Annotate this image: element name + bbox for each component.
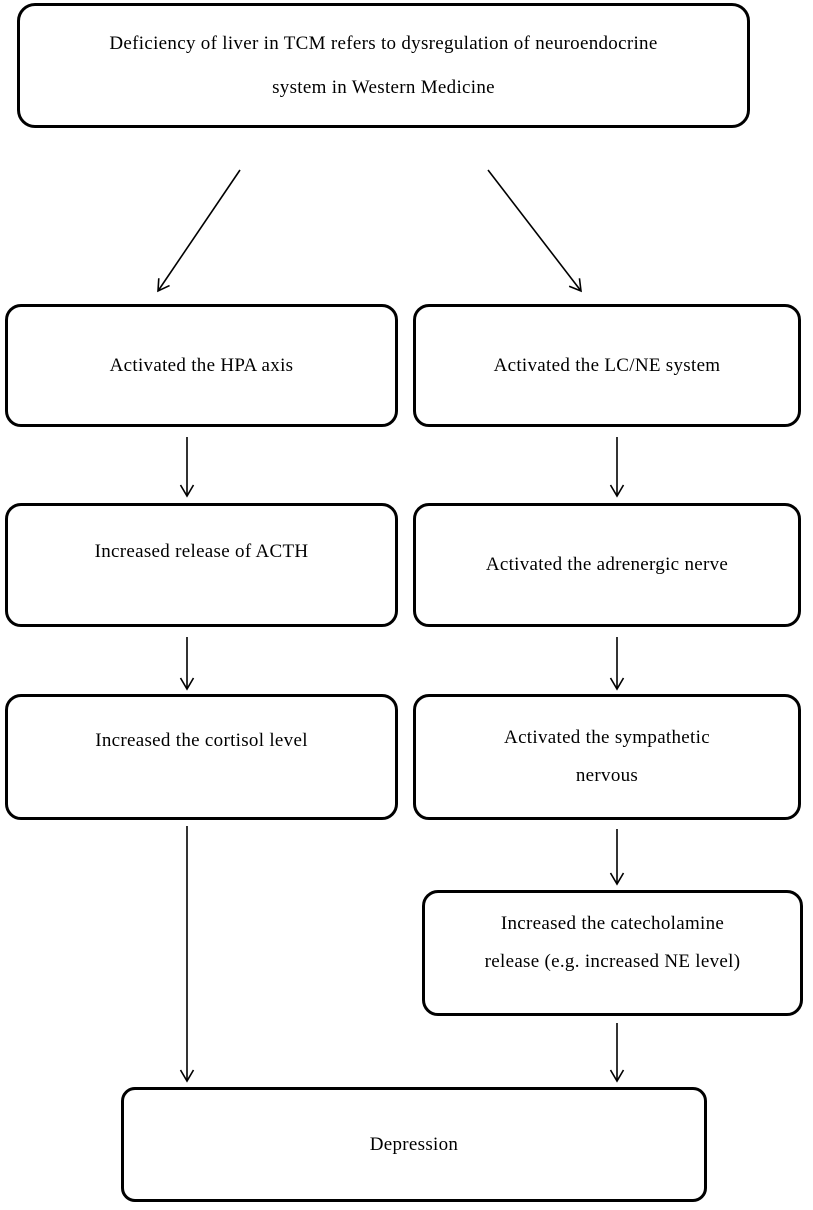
node-cortisol-level-label: Increased the cortisol level <box>95 730 308 751</box>
node-acth-release-label: Increased release of ACTH <box>94 541 309 562</box>
node-adrenergic-nerve-label: Activated the adrenergic nerve <box>485 554 729 575</box>
node-adrenergic-nerve: Activated the adrenergic nerve <box>413 503 801 627</box>
node-depression-label: Depression <box>369 1133 459 1155</box>
node-title: Deficiency of liver in TCM refers to dys… <box>17 3 750 128</box>
node-sympathetic-nervous-label: Activated the sympathetic nervous <box>504 727 710 786</box>
arrow-title-to-lcne <box>487 169 582 293</box>
node-cortisol-level: Increased the cortisol level <box>5 694 398 820</box>
node-hpa-axis: Activated the HPA axis <box>5 304 398 427</box>
node-lcne-system: Activated the LC/NE system <box>413 304 801 427</box>
arrow-title-to-hpa <box>157 169 241 293</box>
node-catecholamine-release: Increased the catecholamine release (e.g… <box>422 890 803 1016</box>
node-title-label: Deficiency of liver in TCM refers to dys… <box>109 32 658 98</box>
node-acth-release: Increased release of ACTH <box>5 503 398 627</box>
node-catecholamine-release-label: Increased the catecholamine release (e.g… <box>484 913 741 972</box>
node-lcne-system-label: Activated the LC/NE system <box>493 354 721 376</box>
node-depression: Depression <box>121 1087 707 1202</box>
node-hpa-axis-label: Activated the HPA axis <box>109 354 294 376</box>
node-sympathetic-nervous: Activated the sympathetic nervous <box>413 694 801 820</box>
